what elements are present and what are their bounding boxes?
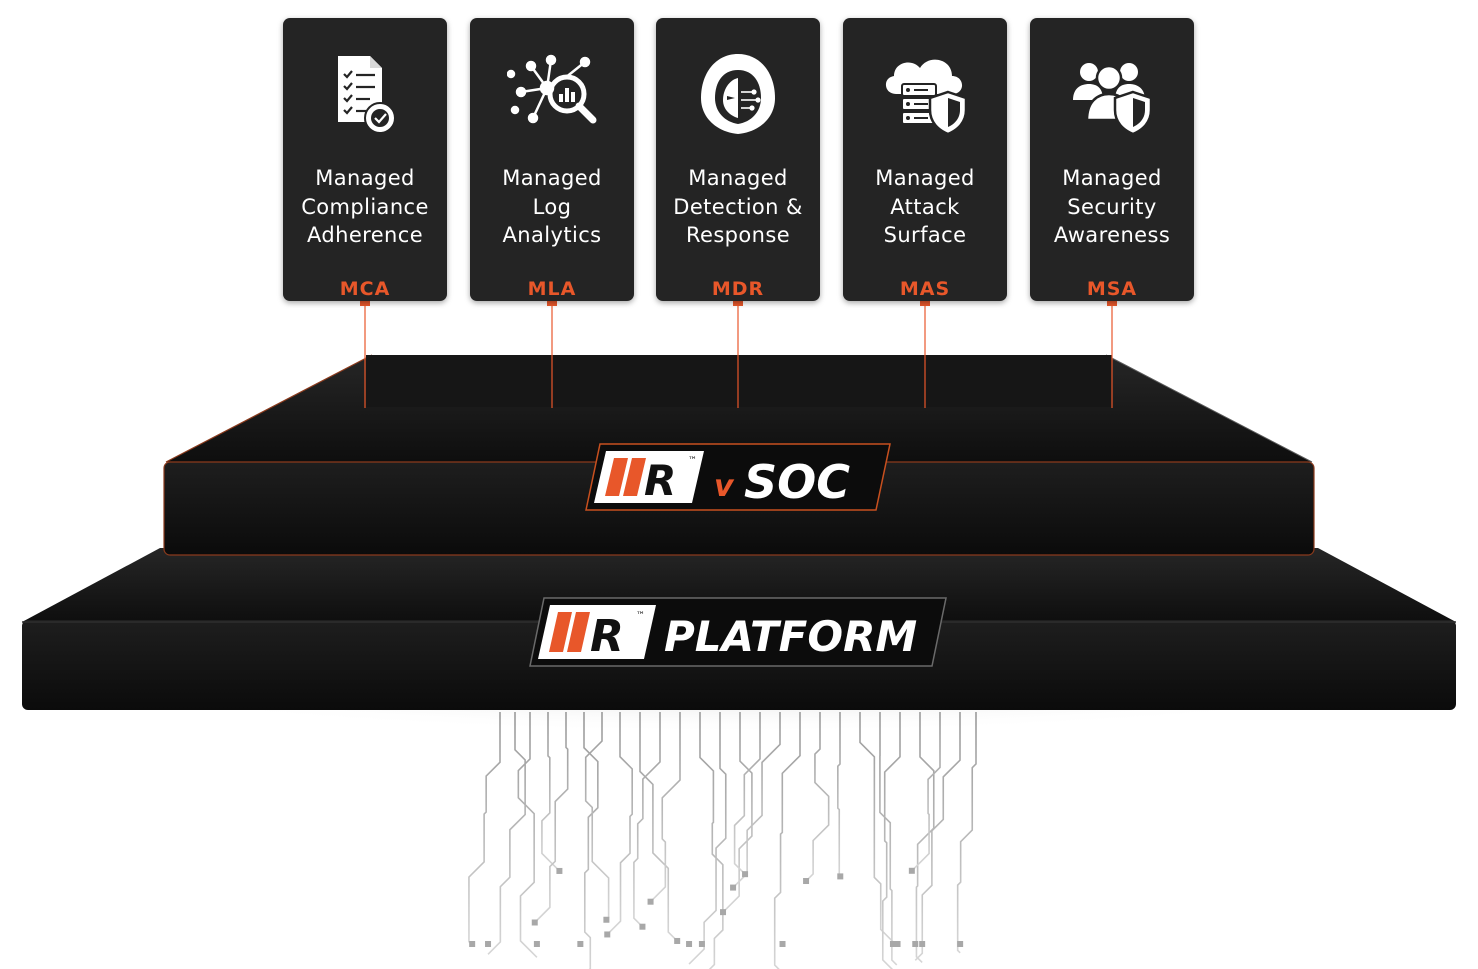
circuit-trace (699, 712, 724, 969)
platform-logo: R ™ PLATFORM (529, 597, 947, 667)
circuit-pad (730, 884, 737, 891)
circuit-trace (881, 712, 901, 969)
users-shield-icon (1073, 63, 1153, 136)
connector-dot (360, 298, 370, 306)
vsoc-label-prefix: v (714, 469, 735, 504)
circuit-pad (647, 898, 654, 905)
circuit-trace (956, 712, 977, 954)
circuit-pad (531, 919, 538, 926)
circuit-trace (773, 712, 801, 969)
circuit-pads (469, 867, 964, 947)
vsoc-logo-mark: R (644, 456, 676, 505)
circuit-trace (541, 712, 560, 872)
circuit-trace (639, 712, 678, 942)
vsoc-slab (163, 354, 1315, 556)
service-title: Managed Detection & Response (673, 166, 803, 247)
compliance-checklist-icon (338, 56, 396, 134)
circuit-trace (688, 712, 727, 965)
connector-dot (733, 298, 743, 306)
circuit-pad (674, 937, 681, 944)
circuit-pad (485, 941, 492, 947)
service-abbr: MLA (527, 278, 577, 300)
circuit-pad (893, 941, 900, 947)
circuit-trace (633, 712, 661, 928)
vsoc-logo-tm: ™ (688, 456, 697, 466)
vsoc-label-main: SOC (744, 455, 850, 509)
circuit-trace (722, 712, 753, 913)
circuit-trace (859, 712, 899, 947)
service-title: Managed Attack Surface (875, 166, 975, 247)
platform-logo-tm: ™ (636, 611, 645, 621)
circuit-trace (914, 712, 961, 961)
circuit-trace (606, 712, 633, 936)
connector-dot (1107, 298, 1117, 306)
circuit-trace (915, 712, 935, 964)
service-card-msa: Managed Security Awareness MSA (1030, 18, 1194, 301)
circuit-pad (957, 941, 964, 947)
circuit-pad (603, 916, 610, 923)
circuit-trace (649, 712, 681, 903)
service-abbr: MDR (711, 278, 765, 300)
circuit-trace (879, 712, 898, 966)
connector-dot (920, 298, 930, 306)
circuit-trace (583, 712, 599, 969)
service-card-mas: Managed Attack Surface MAS (843, 18, 1007, 301)
service-card-mla: Managed Log Analytics MLA (470, 18, 634, 301)
circuit-pad (779, 941, 786, 947)
circuit-pad (604, 931, 611, 938)
circuit-trace (733, 712, 761, 875)
cloud-server-shield-icon (885, 59, 968, 136)
circuit-trace (534, 712, 569, 924)
service-abbr: MSA (1086, 278, 1138, 300)
circuit-pad (698, 941, 705, 947)
circuit-pad (639, 923, 646, 930)
circuit-pad (686, 941, 693, 947)
circuit-pad (837, 873, 844, 880)
service-title: Managed Security Awareness (1053, 166, 1171, 247)
circuit-trace (805, 712, 830, 882)
circuit-pad (577, 941, 584, 947)
circuit-pad (803, 878, 810, 885)
circuit-pad (742, 871, 749, 878)
circuit-pad (556, 867, 563, 874)
connector-dot (547, 298, 557, 306)
circuit-trace (468, 712, 501, 946)
circuit-trace (517, 712, 538, 958)
circuit-trace (584, 712, 610, 921)
service-abbr: MAS (899, 278, 951, 300)
service-connectors (360, 298, 1117, 408)
circuit-pad (720, 909, 727, 916)
service-title: Managed Log Analytics (502, 166, 602, 247)
circuit-trace (911, 712, 941, 872)
platform-label: PLATFORM (664, 612, 917, 661)
log-analytics-icon (507, 54, 597, 124)
circuit-pad (533, 941, 540, 947)
circuit-pad (919, 941, 926, 947)
circuit-trace (487, 712, 526, 955)
service-card-mca: Managed Compliance Adherence MCA (283, 18, 447, 301)
circuit-pad (889, 941, 896, 947)
platform-logo-mark: R (590, 611, 624, 662)
service-title: Managed Compliance Adherence (301, 166, 429, 247)
vsoc-logo: R ™ v SOC (585, 443, 891, 511)
circuit-pad (469, 941, 476, 947)
service-abbr: MCA (339, 278, 391, 300)
service-card-mdr: Managed Detection & Response MDR (656, 18, 820, 301)
hooded-hacker-icon (701, 54, 775, 134)
circuit-pad (908, 867, 915, 874)
circuit-pad (912, 941, 919, 947)
